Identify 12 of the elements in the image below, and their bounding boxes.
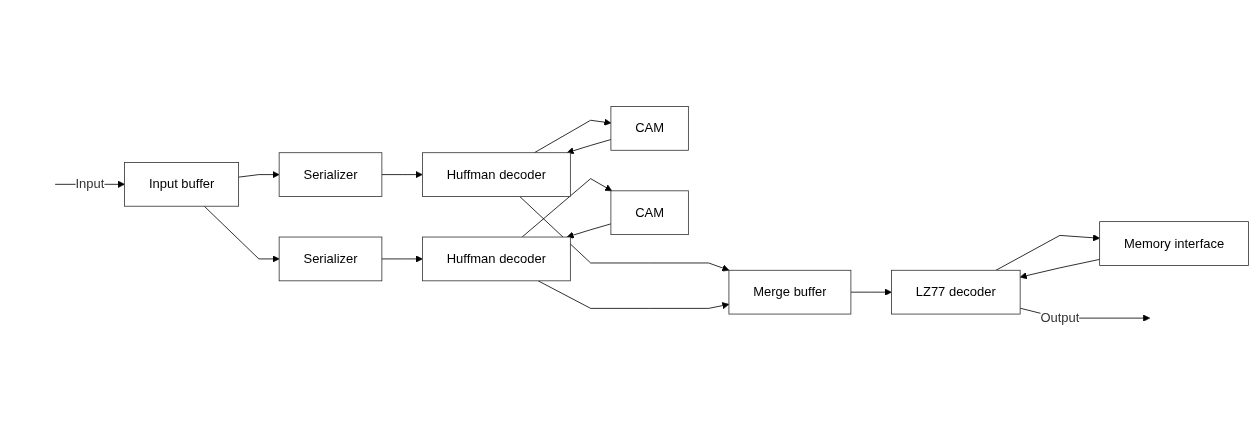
node-box: Huffman decoder (422, 152, 571, 197)
edge-label: Input (75, 177, 105, 191)
edge-label: Output (1040, 310, 1080, 325)
node-box: Serializer (278, 152, 383, 197)
node-box: Merge buffer (728, 270, 852, 315)
node-box: Memory interface (1099, 221, 1249, 266)
node-box: CAM (610, 106, 689, 151)
node-box: Input buffer (124, 162, 239, 207)
node-box: Huffman decoder (422, 236, 571, 282)
node-box: LZ77 decoder (891, 270, 1021, 315)
node-box: CAM (610, 190, 689, 236)
node-box: Serializer (278, 236, 383, 282)
